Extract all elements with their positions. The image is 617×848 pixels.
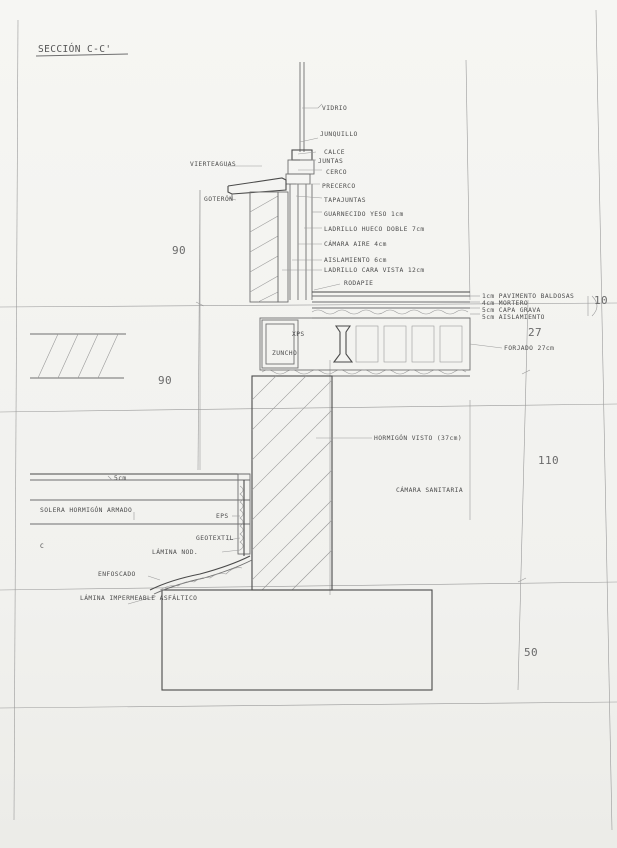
label-rodapie: RODAPIE — [344, 280, 373, 287]
label-guarnecido: GUARNECIDO YESO 1cm — [324, 211, 404, 218]
guide-lines — [0, 9, 617, 831]
label-vidrio: VIDRIO — [322, 105, 347, 112]
window-assembly — [285, 62, 315, 300]
label-camara-sanitaria: CÁMARA SANITARIA — [396, 485, 463, 494]
label-geotextil: GEOTEXTIL — [196, 535, 234, 542]
label-eps: EPS — [216, 513, 229, 520]
label-cerco: CERCO — [326, 169, 347, 176]
label-lamina-nodular: LÁMINA NOD. — [152, 547, 198, 556]
label-camara-aire: CÁMARA AIRE 4cm — [324, 239, 387, 248]
footing — [149, 555, 433, 691]
dim-27: 27 — [528, 326, 542, 339]
solera-slab — [30, 473, 251, 556]
dim-50: 50 — [524, 646, 538, 659]
label-pavimento: 1cm PAVIMENTO BALDOSAS — [482, 293, 574, 300]
dim-90-lower: 90 — [158, 374, 172, 387]
label-juntas: JUNTAS — [318, 158, 343, 165]
leader-lines — [107, 103, 503, 605]
upper-wall — [249, 191, 289, 303]
dim-110: 110 — [538, 454, 559, 467]
label-enfoscado: ENFOSCADO — [98, 571, 136, 578]
label-calce: CALCE — [324, 149, 345, 156]
label-vierteaguas: VIERTEAGUAS — [190, 161, 236, 168]
label-junquillo: JUNQUILLO — [320, 131, 358, 138]
dimension-lines — [195, 190, 598, 583]
label-lamina-impermeable: LÁMINA IMPERMEABLE ASFÁLTICO — [80, 593, 197, 602]
label-goteron: GOTERÓN — [204, 194, 233, 203]
dim-10: 10 — [594, 294, 608, 307]
label-ladrillo-cara-vista: LADRILLO CARA VISTA 12cm — [324, 267, 425, 274]
label-ladrillo-hueco: LADRILLO HUECO DOBLE 7cm — [324, 226, 425, 233]
label-forjado: FORJADO 27cm — [504, 345, 554, 352]
label-capa-grava: 5cm CAPA GRAVA — [482, 307, 541, 314]
dim-c: C — [40, 543, 44, 550]
title-underline — [35, 53, 129, 57]
label-mortero: 4cm MORTERO — [482, 300, 528, 307]
label-aislamiento-5: 5cm AISLAMIENTO — [482, 314, 545, 321]
label-tapajuntas: TAPAJUNTAS — [324, 197, 366, 204]
label-aislamiento: AISLAMIENTO 6cm — [324, 257, 387, 264]
label-xps: XPS — [292, 331, 305, 338]
terrain-hatch — [30, 333, 126, 379]
drawing-title: SECCIÓN C-C' — [38, 43, 111, 55]
dim-90-upper: 90 — [172, 244, 186, 257]
label-precerco: PRECERCO — [322, 183, 356, 190]
label-solera: SOLERA HORMIGÓN ARMADO — [40, 505, 132, 514]
dim-5cm: 5cm — [114, 475, 127, 482]
forjado-slab — [259, 317, 471, 377]
label-hormigon: HORMIGÓN VISTO (37cm) — [374, 433, 462, 442]
label-zuncho: ZUNCHO — [272, 350, 297, 357]
